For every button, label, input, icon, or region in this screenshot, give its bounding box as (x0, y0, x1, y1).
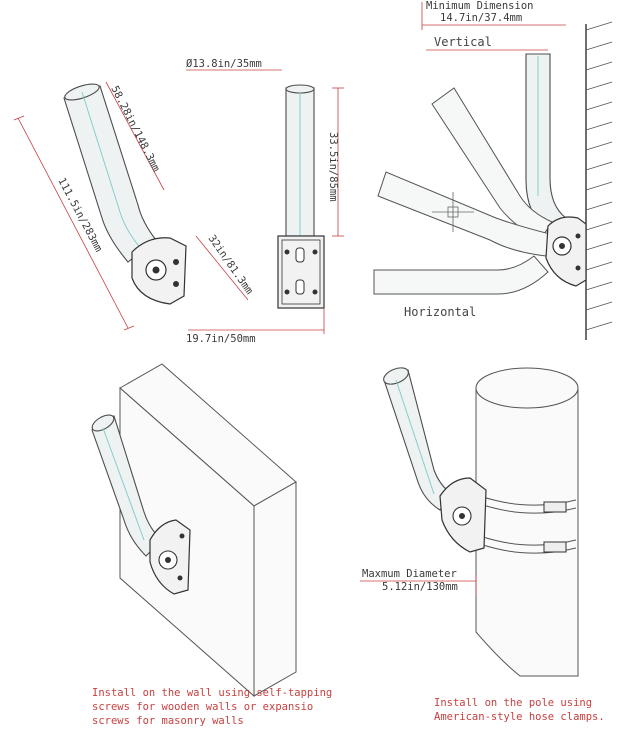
bolt (284, 289, 290, 295)
bolt (575, 265, 581, 271)
front-mount-plate (277, 235, 325, 309)
pole-body (475, 388, 579, 677)
tilted-arm-pipe (63, 85, 157, 263)
bracket-pivot-bolt (559, 243, 565, 249)
max-diam-value: 5.12in/130mm (382, 581, 458, 593)
pole-arm-pipe (383, 369, 453, 511)
arm-vertical-position (525, 53, 567, 233)
bolt (284, 249, 290, 255)
dim-tick (13, 115, 25, 121)
clamp-screw-upper (543, 501, 567, 513)
bolt (312, 249, 318, 255)
wall-install-view: Install on the wall using self-tapping s… (91, 363, 332, 727)
max-diam-title: Maxmum Diameter (362, 568, 457, 580)
vertical-pipe-cap (285, 84, 315, 94)
tilted-arm-pivot-bolt (152, 266, 160, 274)
wall-block-side (253, 481, 297, 697)
min-dim-value: 14.7in/37.4mm (440, 12, 522, 24)
dim-line-32 (195, 235, 249, 301)
horizontal-label: Horizontal (404, 305, 476, 319)
wall-arm-cap (91, 414, 115, 432)
diameter-label: Ø13.8in/35mm (186, 58, 262, 70)
pole-arm-pivot-bolt (459, 513, 465, 519)
bolt (173, 281, 179, 287)
bolt (312, 289, 318, 295)
dim-line-short (105, 81, 165, 191)
min-dim-title: Minimum Dimension (426, 0, 533, 12)
pole-top (475, 367, 579, 409)
wall-caption-line-1: Install on the wall using self-tapping (92, 687, 332, 699)
pivot-marker (447, 206, 459, 218)
dim-line-long (17, 117, 129, 329)
bolt (173, 259, 179, 265)
wall-caption-line-2: screws for wooden walls or expansio (92, 701, 313, 713)
wall-caption-line-3: screws for masonry walls (92, 715, 244, 727)
rotation-range-view: Minimum Dimension 14.7in/37.4mm Vertical (373, 0, 613, 340)
slot (295, 279, 305, 295)
wall-hatching (585, 21, 613, 331)
bolt (177, 575, 183, 581)
pole-caption-line-1: Install on the pole using (434, 697, 592, 709)
slot (295, 247, 305, 263)
pole-arm-cap (383, 367, 409, 385)
wall-arm-centerline (102, 427, 145, 541)
front-elevation-view: Ø13.8in/35mm 33.5in/85mm 19.7in/50mm (186, 58, 344, 345)
arm-horizontal-position (373, 255, 549, 295)
clamp-screw-lower (543, 541, 567, 553)
bolt (179, 533, 185, 539)
dim-tick (123, 325, 135, 331)
wall-arm-pivot-bolt (165, 557, 171, 563)
vertical-label: Vertical (434, 35, 492, 49)
plate-width-label: 19.7in/50mm (186, 333, 256, 345)
pole-arm-centerline (395, 379, 435, 495)
front-mount-inner (281, 239, 321, 305)
pole-install-view: Maxmum Diameter 5.12in/130mm Install on … (360, 367, 605, 723)
bolt (575, 233, 581, 239)
pole-caption-line-2: American-style hose clamps. (434, 711, 605, 723)
height-label: 33.5in/85mm (327, 132, 339, 202)
tilted-arm-view: 58.28in/148.3mm 111.5in/283mm 32in/81.3m… (13, 81, 256, 331)
width-32-label: 32in/81.3mm (206, 233, 256, 297)
